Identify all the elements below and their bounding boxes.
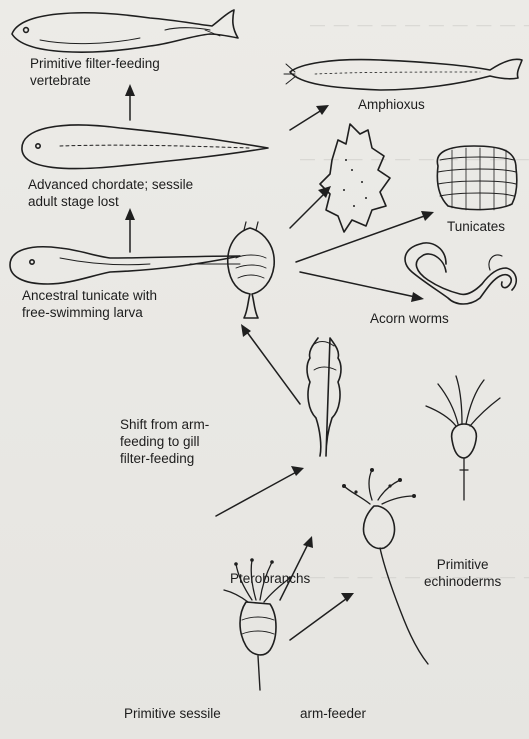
ancestral-larva-drawing xyxy=(10,247,240,284)
echinoderm-drawing xyxy=(426,376,500,500)
label-primitive-echinoderms: Primitive echinoderms xyxy=(424,556,501,590)
acorn-worm-drawing xyxy=(405,243,516,304)
label-tunicates: Tunicates xyxy=(447,218,505,235)
label-amphioxus: Amphioxus xyxy=(358,96,425,113)
label-ancestral-tunicate: Ancestral tunicate with free-swimming la… xyxy=(22,287,157,321)
sessile-tunicate-drawing xyxy=(228,222,274,318)
tunicate-spiny-drawing xyxy=(320,124,390,232)
arrowheads xyxy=(125,84,434,602)
pterobranch-center-drawing xyxy=(342,468,428,664)
vertebrate-drawing xyxy=(12,10,238,52)
label-primitive-sessile: Primitive sessile xyxy=(124,705,221,722)
pterobranch-left-drawing xyxy=(307,338,341,456)
label-filter-vertebrate: Primitive filter-feeding vertebrate xyxy=(30,55,160,89)
evolution-arrows xyxy=(130,88,430,640)
label-advanced-chordate: Advanced chordate; sessile adult stage l… xyxy=(28,176,193,210)
label-shift-feeding: Shift from arm- feeding to gill filter-f… xyxy=(120,416,209,467)
tunicate-barrel-drawing xyxy=(437,146,516,210)
label-pterobranchs: Pterobranchs xyxy=(230,570,310,587)
advanced-chordate-drawing xyxy=(22,125,268,169)
label-arm-feeder: arm-feeder xyxy=(300,705,366,722)
amphioxus-drawing xyxy=(284,59,522,90)
label-acorn-worms: Acorn worms xyxy=(370,310,449,327)
